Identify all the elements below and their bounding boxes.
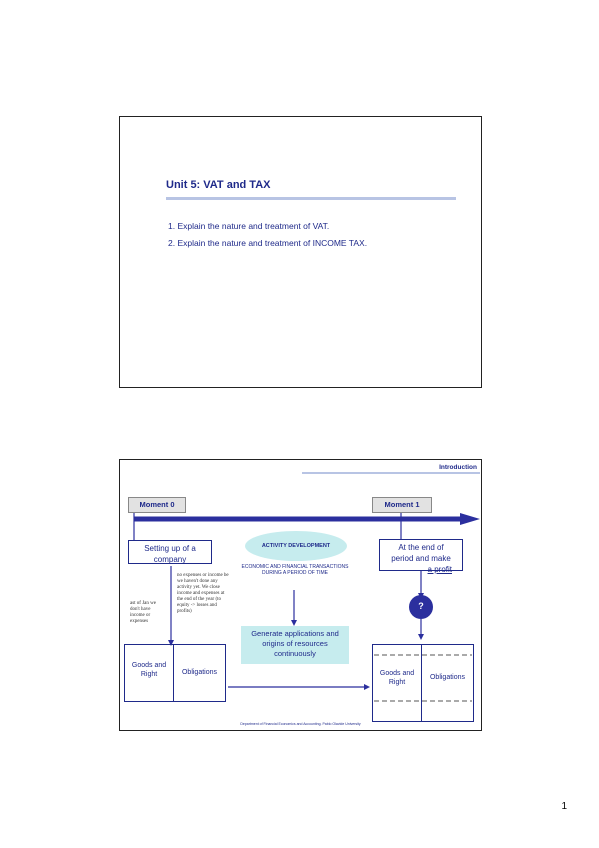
activity-down-arrowhead — [291, 620, 297, 626]
objective-item-1: 1. Explain the nature and treatment of V… — [168, 221, 330, 231]
objective-item-2: 2. Explain the nature and treatment of I… — [168, 238, 368, 248]
question-circle — [409, 595, 433, 619]
timeline-arrowhead — [460, 513, 480, 525]
moment0-label: Moment 0 — [128, 497, 186, 513]
activity-ellipse: ACTIVITY DEVELOPMENT — [245, 531, 347, 561]
setup-box: Setting up of a company — [128, 540, 212, 564]
right-balance-table: Goods and Right Obligations — [372, 644, 474, 722]
left-table-divider — [173, 645, 174, 701]
circle-down-arrowhead — [418, 634, 424, 640]
right-obligations-label: Obligations — [429, 674, 466, 681]
slide-footer: Department of Financial Economics and Ac… — [240, 722, 361, 726]
section-rule — [302, 472, 480, 474]
left-obligations-label: Obligations — [181, 669, 218, 676]
end-box: At the end of period and make a profit — [379, 539, 463, 574]
section-label: Introduction — [439, 464, 477, 471]
left-goods-label: Goods and Right — [131, 662, 167, 678]
end-box-line3: a profit — [427, 565, 452, 574]
title-underline — [166, 197, 456, 200]
end-box-line2: period and make — [391, 554, 451, 563]
bottom-arrowhead — [364, 684, 370, 690]
note-left: ast of Jan we don't have income or expen… — [130, 601, 156, 624]
diagram-arrows — [133, 511, 480, 702]
note-middle: no expenses or income be we haven't done… — [177, 573, 229, 614]
generate-box: Generate applications and origins of res… — [241, 626, 349, 664]
right-table-divider — [421, 645, 422, 721]
setup-down-arrowhead — [168, 640, 174, 646]
end-box-line1: At the end of — [398, 543, 444, 552]
economic-text: ECONOMIC AND FINANCIAL TRANSACTIONS DURI… — [241, 564, 349, 576]
slide-title: Unit 5: VAT and TAX — [166, 179, 271, 191]
question-mark: ? — [418, 601, 424, 611]
page-number: 1 — [561, 801, 567, 812]
slide-introduction: Introduction Moment 0 Moment 1 Setting u… — [119, 459, 482, 731]
left-balance-table: Goods and Right Obligations — [124, 644, 226, 702]
slide-unit-5: Unit 5: VAT and TAX 1. Explain the natur… — [119, 116, 482, 388]
moment1-label: Moment 1 — [372, 497, 432, 513]
right-goods-label: Goods and Right — [379, 670, 415, 686]
